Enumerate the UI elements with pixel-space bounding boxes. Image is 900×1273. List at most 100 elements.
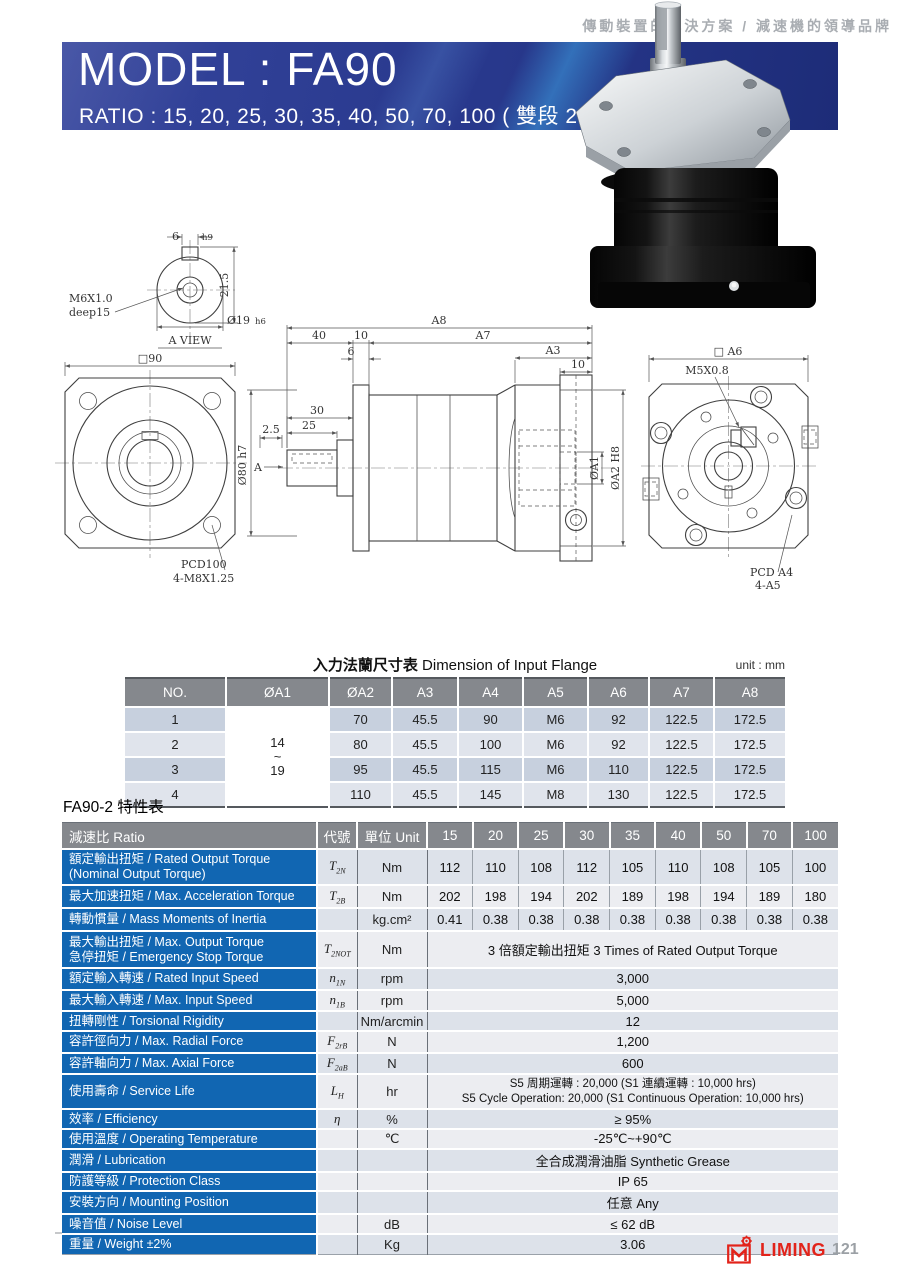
unit-note: unit : mm [735, 658, 785, 672]
value-cell: 0.38 [472, 907, 519, 931]
value-cell: 112 [563, 848, 610, 885]
spec-table: 減速比 Ratio 代號 單位 Unit 15 20 25 30 35 40 5… [62, 822, 838, 1255]
dim-40: 40 [312, 329, 326, 342]
rear-thread-label: M5X0.8 [685, 364, 729, 377]
spec-row-protection-class: 防護等級 / Protection Class IP 65 [62, 1171, 838, 1192]
spec-row-max-output-torque: 最大輸出扭矩 / Max. Output Torque 急停扭矩 / Emerg… [62, 930, 838, 968]
symbol-sub: 2NOT [331, 949, 351, 959]
table-row: 1 14 ~ 19 70 45.5 90 M6 92 122.5 172.5 [125, 706, 785, 807]
row-label: 容許徑向力 / Max. Radial Force [62, 1030, 317, 1053]
a-view-detail: 6 h9 21.5 Ø19 h6 M6X1.0 deep15 A VIEW [69, 230, 266, 349]
spec-row-max-input-speed: 最大輸入轉速 / Max. Input Speed n1B rpm 5,000 [62, 988, 838, 1012]
dim-a7: A7 [475, 329, 491, 342]
cell: 90 [457, 706, 523, 732]
row-symbol [316, 1010, 358, 1032]
value-cell: 0.38 [563, 907, 610, 931]
value-cell: 0.38 [609, 907, 656, 931]
cell: 130 [587, 781, 649, 807]
col-a6: A6 [587, 678, 649, 707]
row-symbol [316, 1148, 358, 1173]
value-cell: 0.38 [791, 907, 838, 931]
value-cell: 194 [517, 884, 564, 908]
row-label: 最大加速扭矩 / Max. Acceleration Torque [62, 884, 317, 908]
dim-6: 6 [348, 345, 355, 358]
table-row: 3 95 45.5 115 M6 110 122.5 172.5 [125, 756, 785, 782]
value-cell: 189 [609, 884, 656, 908]
cell: 4 [125, 781, 226, 807]
cell: 122.5 [648, 756, 714, 782]
flange-table-titlebar: 入力法蘭尺寸表 Dimension of Input Flange unit :… [125, 654, 785, 674]
ratio-col: 25 [517, 822, 564, 850]
value-cell: 189 [746, 884, 793, 908]
merged-value: 3,000 [427, 967, 838, 990]
cell: M6 [522, 756, 588, 782]
spec-table-title: FA90-2 特性表 [63, 799, 164, 816]
row-unit [357, 1148, 428, 1173]
value-cell: 180 [791, 884, 838, 908]
row-symbol [316, 1190, 358, 1215]
value-cell: 105 [609, 848, 656, 885]
dim-da2: ØA2 H8 [609, 446, 622, 490]
cell: 2 [125, 731, 226, 757]
rear-view: □ A6 M5X0.8 PCD A4 4-A5 [641, 345, 819, 592]
merged-value: IP 65 [427, 1171, 838, 1192]
row-symbol: F2aB [316, 1051, 358, 1075]
cell: 45.5 [391, 781, 458, 807]
pcd100-label: PCD100 [181, 558, 227, 571]
cell: 70 [328, 706, 392, 732]
col-a4: A4 [457, 678, 523, 707]
row-symbol: LH [316, 1073, 358, 1110]
spec-row-efficiency: 效率 / Efficiency η % ≥ 95% [62, 1108, 838, 1130]
value-cell: 100 [791, 848, 838, 885]
symbol-base: L [330, 1083, 338, 1099]
cell: 172.5 [713, 706, 785, 732]
value-cell: 112 [427, 848, 473, 885]
spec-row-torsional-rigidity: 扭轉剛性 / Torsional Rigidity Nm/arcmin 12 [62, 1010, 838, 1032]
spec-row-rated-output-torque: 額定輸出扭矩 / Rated Output Torque (Nominal Ou… [62, 848, 838, 885]
row-symbol: T2N [316, 848, 358, 885]
symbol-base: F [326, 1054, 335, 1070]
dim-key-width: 6 [172, 230, 179, 243]
ratio-col: 70 [745, 822, 793, 850]
a-view-label: A VIEW [167, 334, 212, 347]
page-number: 121 [832, 1241, 859, 1258]
symbol-sub: H [337, 1091, 344, 1101]
row-unit: rpm [357, 967, 428, 990]
rear-bolts-label: 4-A5 [755, 579, 781, 592]
row-label: 重量 / Weight ±2% [62, 1233, 317, 1255]
dim-da1: ØA1 [588, 456, 601, 480]
dim-step: 2.5 [262, 423, 280, 436]
merged-value: ≤ 62 dB [427, 1213, 838, 1235]
ratio-col: 100 [791, 822, 838, 850]
merged-value: 600 [427, 1051, 838, 1075]
row-unit: N [357, 1051, 428, 1075]
value-cell: 110 [654, 848, 701, 885]
row-label: 使用壽命 / Service Life [62, 1073, 317, 1110]
cell: 92 [587, 706, 649, 732]
cell: 172.5 [713, 731, 785, 757]
dim-shaft-dia: Ø19 [227, 314, 250, 327]
front-bolts-label: 4-M8X1.25 [173, 572, 234, 585]
merged-value: -25℃~+90℃ [427, 1128, 838, 1150]
cell: 110 [587, 756, 649, 782]
cell: M8 [522, 781, 588, 807]
dim-shaft-dia-tol: h6 [255, 317, 266, 327]
cell: 80 [328, 731, 392, 757]
symbol-header: 代號 [316, 822, 357, 850]
value-cell: 110 [472, 848, 519, 885]
value-cell: 0.38 [700, 907, 747, 931]
symbol-sub: 2rB [335, 1041, 348, 1051]
row-label: 扭轉剛性 / Torsional Rigidity [62, 1010, 317, 1032]
value-cell: 198 [472, 884, 519, 908]
merged-value: 3 倍額定輸出扭矩 3 Times of Rated Output Torque [427, 930, 838, 968]
spec-row-max-axial-force: 容許軸向力 / Max. Axial Force F2aB N 600 [62, 1051, 838, 1075]
footer: LIMING 121 [726, 1235, 859, 1265]
cell: 92 [587, 731, 649, 757]
row-symbol [316, 907, 358, 931]
row-symbol [316, 1233, 358, 1255]
value-cell: 202 [427, 884, 473, 908]
ratio-header: 減速比 Ratio [62, 822, 317, 850]
row-label: 安裝方向 / Mounting Position [62, 1190, 317, 1215]
row-symbol: T2NOT [316, 930, 358, 968]
row-label: 容許軸向力 / Max. Axial Force [62, 1051, 317, 1075]
